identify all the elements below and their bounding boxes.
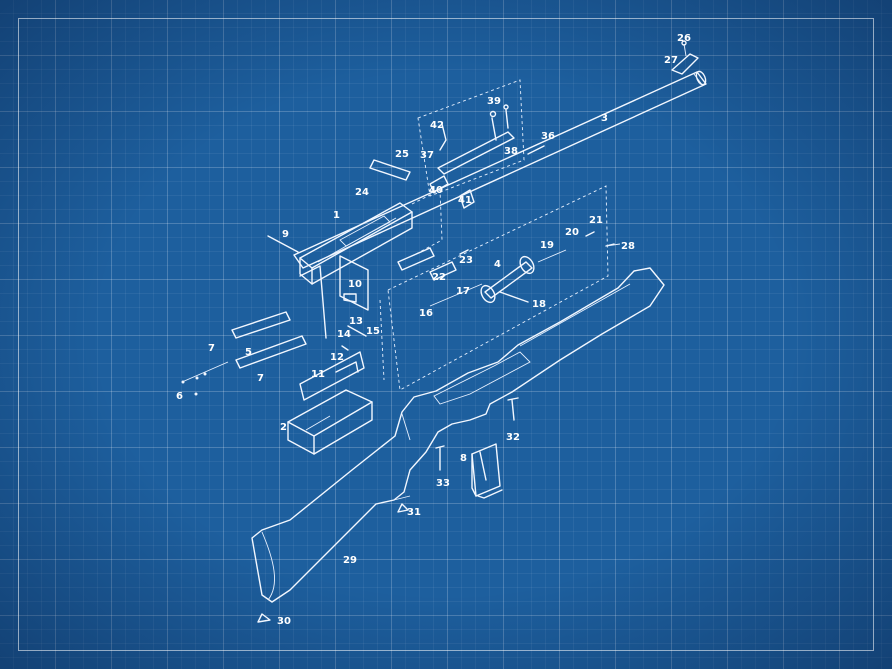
part-label: 7 <box>257 373 264 384</box>
assembly-guides <box>379 79 609 391</box>
part-label: 40 <box>429 185 443 196</box>
part-label: 28 <box>621 241 635 252</box>
part-label: 41 <box>458 195 472 206</box>
part-label: 9 <box>282 229 289 240</box>
part-label: 3 <box>601 113 608 124</box>
part-label: 42 <box>430 120 444 131</box>
part-label: 15 <box>366 326 380 337</box>
part-label: 7 <box>208 343 215 354</box>
part-label: 12 <box>330 352 344 363</box>
part-label: 37 <box>420 150 434 161</box>
receiver <box>299 202 413 285</box>
part-label: 13 <box>349 316 363 327</box>
trigger-group <box>287 255 373 455</box>
part-label: 19 <box>540 240 554 251</box>
part-label: 31 <box>407 507 421 518</box>
part-label: 14 <box>337 329 351 340</box>
leader-arrows <box>605 243 621 247</box>
part-label: 8 <box>460 453 467 464</box>
part-label: 6 <box>176 391 183 402</box>
part-label: 24 <box>355 187 369 198</box>
stock <box>251 267 665 603</box>
part-label: 38 <box>504 146 518 157</box>
magazine <box>471 443 503 499</box>
part-label: 1 <box>333 210 340 221</box>
part-label: 20 <box>565 227 579 238</box>
part-label: 16 <box>419 308 433 319</box>
part-label: 26 <box>677 33 691 44</box>
part-label: 17 <box>456 286 470 297</box>
part-label: 11 <box>311 369 325 380</box>
magazine-tubes <box>181 311 307 396</box>
part-label: 25 <box>395 149 409 160</box>
part-label: 36 <box>541 131 555 142</box>
bolt-parts <box>369 104 545 209</box>
part-label: 10 <box>348 279 362 290</box>
part-label: 30 <box>277 616 291 627</box>
pin <box>267 235 299 253</box>
screws <box>257 397 519 623</box>
part-labels: 26 27 3 39 42 36 38 37 25 40 41 24 1 21 … <box>176 33 691 627</box>
part-label: 29 <box>343 555 357 566</box>
part-label: 4 <box>494 259 501 270</box>
part-label: 39 <box>487 96 501 107</box>
part-label: 27 <box>664 55 678 66</box>
action-parts <box>397 231 615 307</box>
part-label: 18 <box>532 299 546 310</box>
part-label: 33 <box>436 478 450 489</box>
part-label: 32 <box>506 432 520 443</box>
part-label: 5 <box>245 347 252 358</box>
part-label: 21 <box>589 215 603 226</box>
front-sight <box>671 40 699 75</box>
part-label: 2 <box>280 422 287 433</box>
part-label: 22 <box>432 272 446 283</box>
part-label: 23 <box>459 255 473 266</box>
